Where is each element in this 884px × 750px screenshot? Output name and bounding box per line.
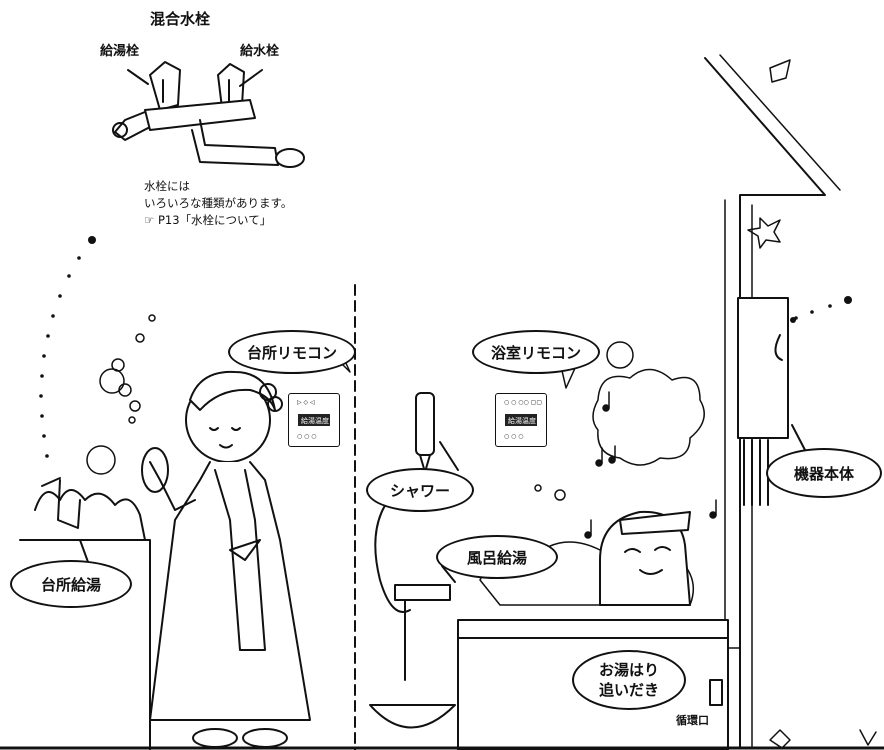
kitchen-bubbles: [86, 314, 156, 475]
refill-label-line1: お湯はり: [598, 661, 659, 679]
bath-remote-screen: 給湯温度: [505, 414, 537, 426]
bath-remote-device: ○ ○ ○○ ▢▢ 給湯温度 ○ ○ ○: [495, 393, 547, 447]
kitchen-remote-screen: 給湯温度: [298, 414, 330, 426]
faucet-note-ref-text: P13「水栓について」: [157, 213, 272, 227]
kitchen-remote-screen-text: 給湯温度: [301, 417, 329, 425]
faucet-note-line2: いろいろな種類があります。: [144, 196, 293, 210]
bath-remote-screen-text: 給湯温度: [508, 417, 536, 425]
kitchen-remote-label: 台所リモコン: [228, 330, 356, 374]
kitchen-counter: [19, 477, 151, 750]
dotted-path-left: [39, 236, 96, 458]
hot-water-valve-label: 給湯栓: [100, 44, 140, 59]
shower-label: シャワー: [366, 468, 474, 512]
bath-remote-top: ○ ○ ○○ ▢▢: [504, 399, 543, 406]
kitchen-remote-bottom: ○ ○ ○: [297, 433, 317, 440]
water-heater-unit: [737, 297, 796, 506]
faucet-title: 混合水栓: [150, 10, 211, 28]
music-notes: [584, 391, 717, 539]
unit-label: 機器本体: [766, 448, 882, 498]
bath-supply-label: 風呂給湯: [436, 535, 558, 579]
kitchen-supply-label: 台所給湯: [10, 560, 132, 608]
faucet-note-line1: 水栓には: [144, 179, 190, 193]
faucet-note: 水栓には いろいろな種類があります。 ☞ P13「水栓について」: [144, 178, 292, 229]
woman-figure: [141, 370, 311, 748]
mixing-faucet-drawing: [112, 61, 305, 168]
shower-and-bath: [369, 341, 729, 750]
kitchen-remote-top: ▷ ◇ ◁: [297, 399, 315, 406]
cold-water-valve-label: 給水栓: [240, 44, 280, 59]
dotted-path-right: [794, 296, 852, 320]
circulation-port-label: 循環口: [676, 714, 709, 727]
bath-remote-label: 浴室リモコン: [472, 330, 600, 374]
refill-label-line2: 追いだき: [598, 681, 659, 699]
kitchen-remote-device: ▷ ◇ ◁ 給湯温度 ○ ○ ○: [288, 393, 340, 447]
pointing-hand-icon: ☞: [144, 213, 158, 227]
bath-remote-bottom: ○ ○ ○: [504, 433, 524, 440]
refill-label: お湯はり 追いだき: [572, 650, 686, 710]
faucet-note-ref: ☞ P13「水栓について」: [144, 212, 292, 229]
